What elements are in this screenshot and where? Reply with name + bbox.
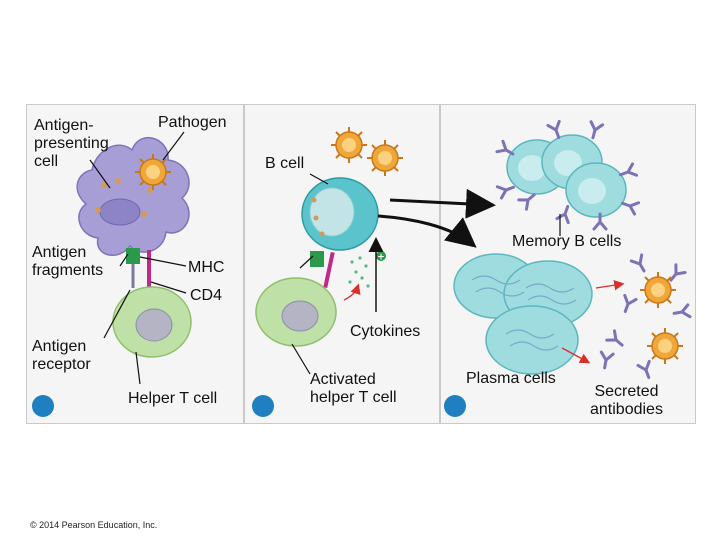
cytokine-arrow	[343, 283, 361, 301]
activation-pointer	[299, 255, 314, 269]
pathogen-label: Pathogen	[158, 114, 227, 131]
mhc-pointer	[139, 256, 187, 267]
secreted-antibodies-label: Secreted antibodies	[590, 383, 663, 418]
cd4-label: CD4	[190, 287, 223, 304]
cytokines-label: Cytokines	[350, 323, 421, 340]
pathogen-icon-free2	[646, 327, 684, 365]
free-antibodies	[597, 253, 692, 382]
b-cell-pointer	[309, 173, 329, 185]
arrow-to-memory	[389, 188, 496, 219]
b-cell	[301, 177, 379, 251]
activated-helper-t-cell	[255, 277, 337, 347]
step-dot-3	[444, 395, 466, 417]
fragment-pointer	[119, 253, 129, 267]
helper-t-pointer	[135, 351, 141, 385]
activated-helper-t-label: Activated helper T cell	[310, 371, 397, 406]
activated-t-pointer	[291, 343, 311, 375]
apc-pointer	[89, 159, 111, 189]
plus-sign-icon	[376, 251, 386, 261]
pathogen-pointer	[162, 131, 185, 161]
memory-b-cells	[506, 134, 627, 218]
secretion-arrow-1	[595, 280, 625, 291]
antigen-receptor-label: Antigen receptor	[32, 338, 91, 373]
svg-text:+: +	[377, 253, 385, 263]
plasma-label: Plasma cells	[466, 370, 556, 387]
receptor-pointer	[103, 289, 131, 339]
plasma-cells	[453, 253, 593, 375]
arrow-to-plasma	[377, 214, 477, 248]
cd4-molecule	[147, 250, 151, 288]
mhc-molecule-2	[310, 251, 324, 267]
pathogen-icon-b2	[366, 139, 404, 177]
pathogen-icon-b1	[330, 126, 368, 164]
antigen-fragments-label: Antigen fragments	[32, 244, 104, 279]
cytokine-dots	[348, 256, 370, 292]
panel-b-cell-activation	[244, 104, 440, 424]
step-dot-1	[32, 395, 54, 417]
pathogen-icon	[134, 153, 172, 191]
mhc-molecule	[126, 248, 140, 264]
pathogen-icon-free1	[639, 271, 677, 309]
helper-t-label: Helper T cell	[128, 390, 218, 407]
cd4-molecule-2	[323, 251, 335, 289]
apc-label: Antigen- presenting cell	[34, 117, 109, 170]
mhc-label: MHC	[188, 259, 225, 276]
helper-t-cell	[112, 286, 192, 358]
cd4-pointer	[150, 281, 187, 294]
step-dot-2	[252, 395, 274, 417]
copyright-notice: © 2014 Pearson Education, Inc.	[30, 520, 158, 530]
b-cell-label: B cell	[265, 155, 305, 172]
secretion-arrow-2	[561, 347, 591, 364]
memory-b-label: Memory B cells	[512, 233, 622, 250]
